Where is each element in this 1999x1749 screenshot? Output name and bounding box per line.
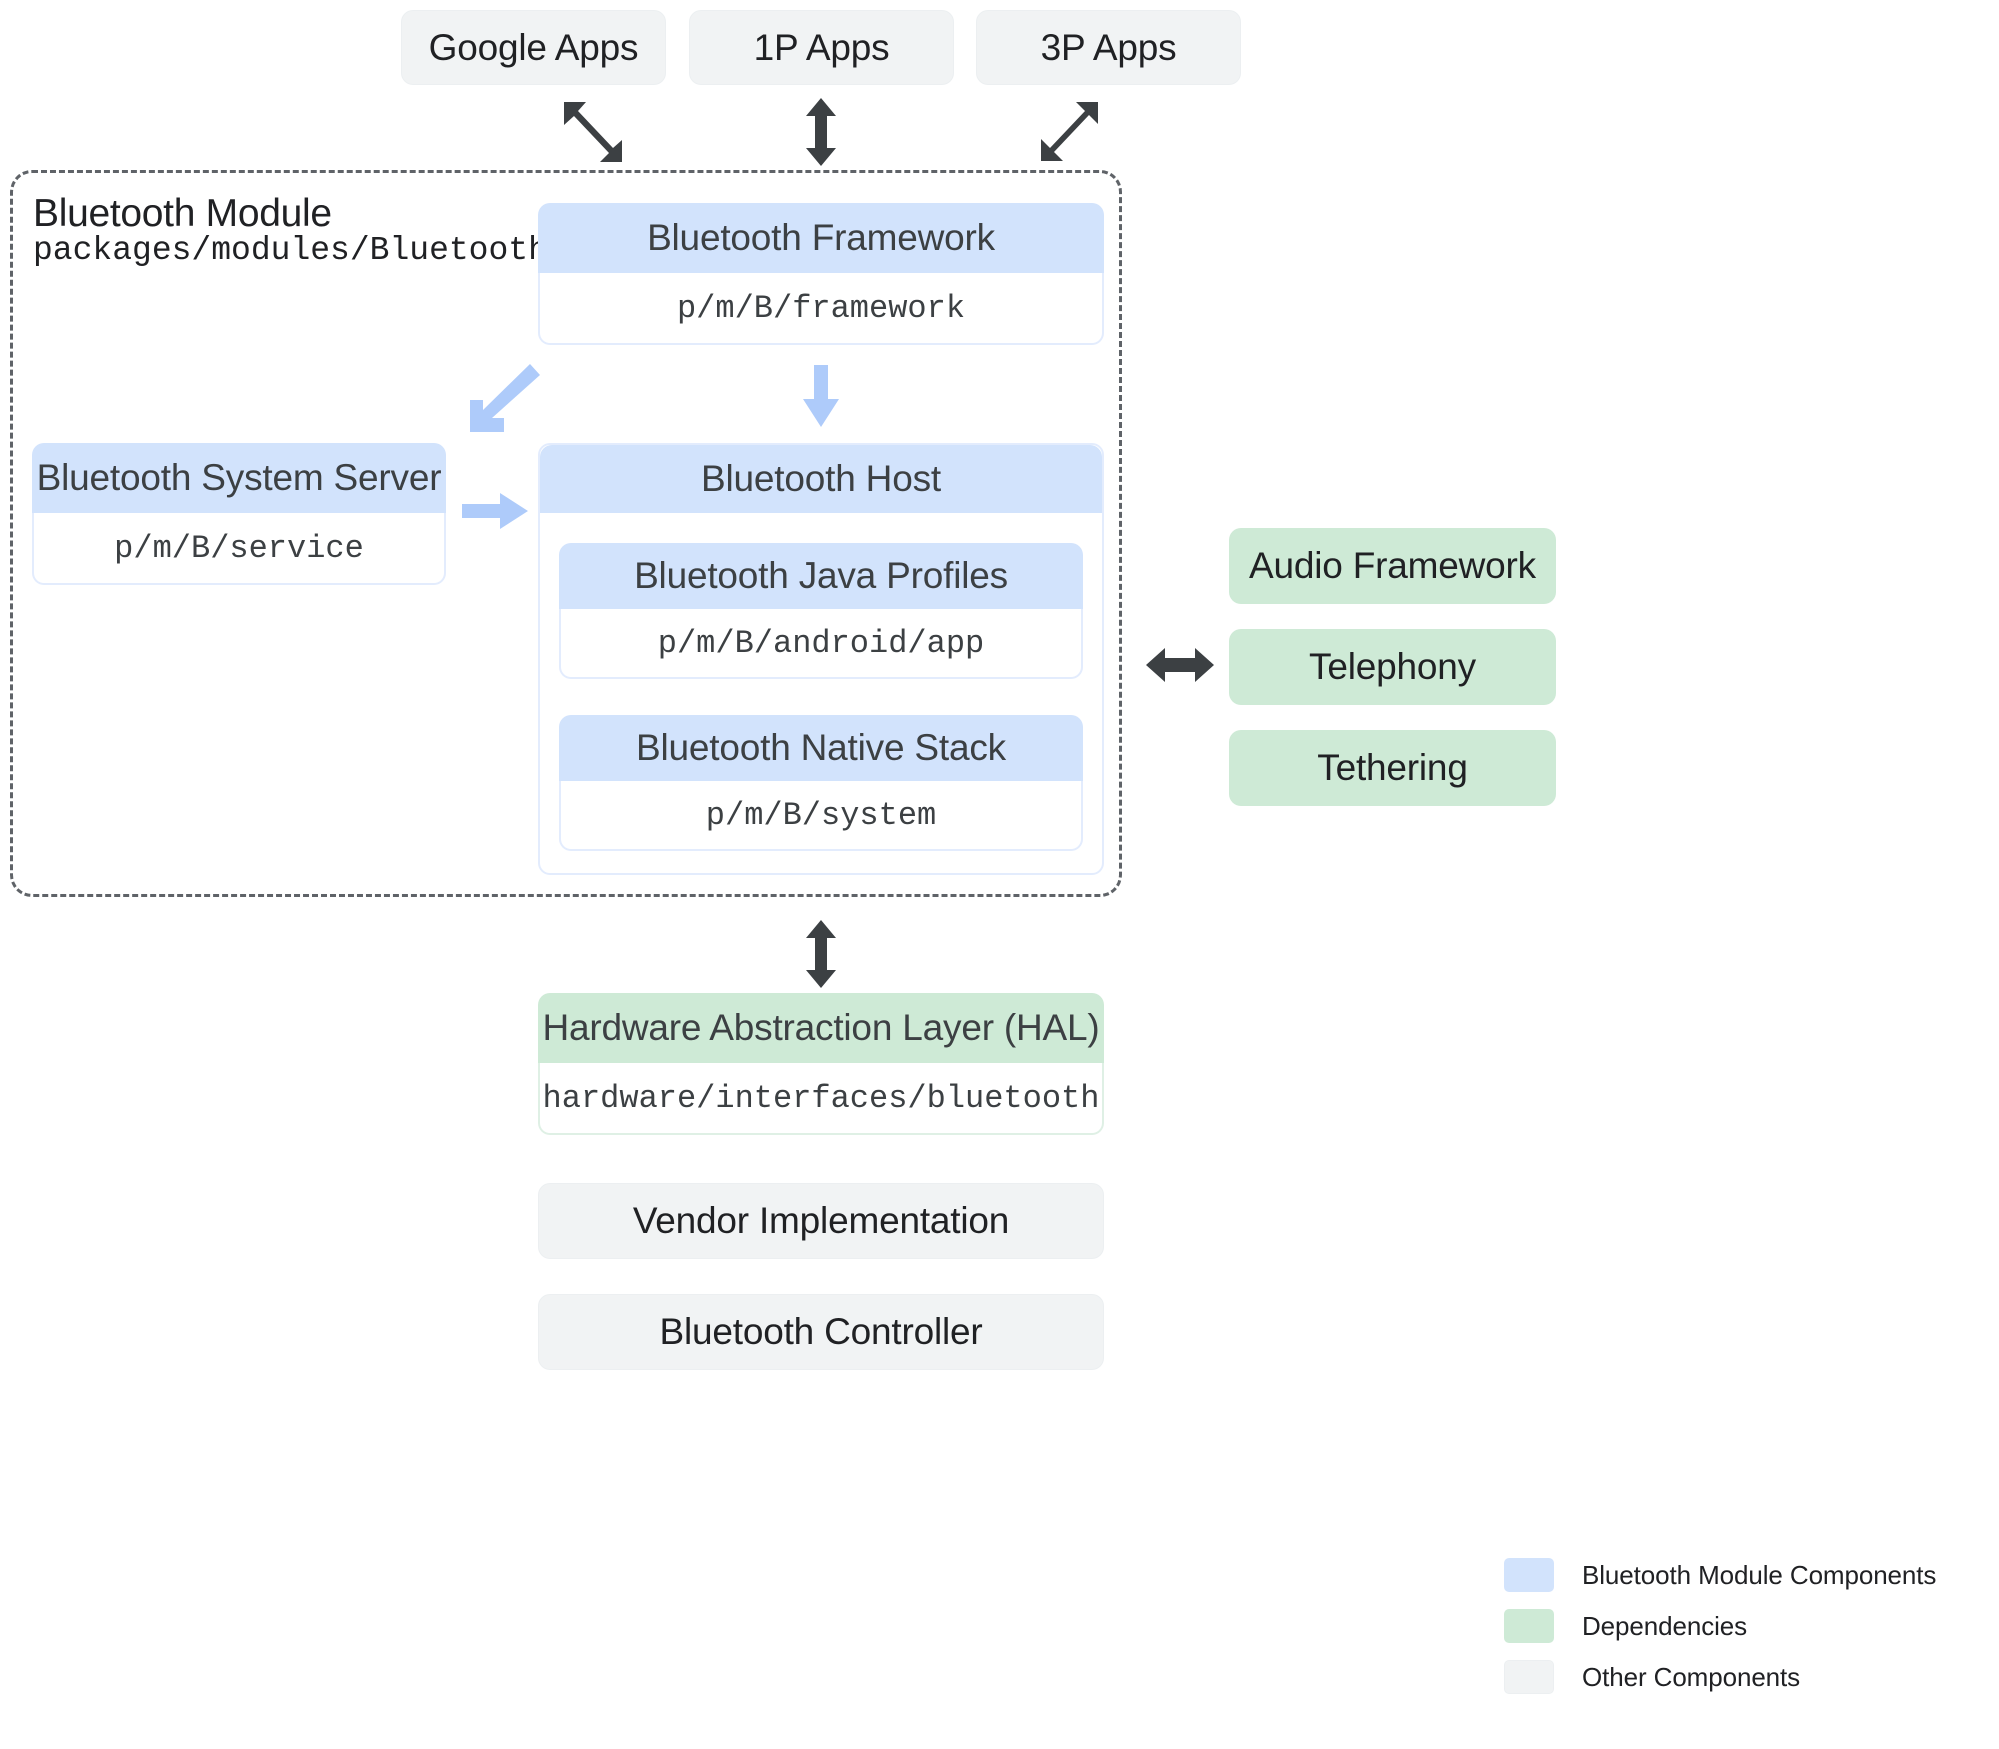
bluetooth-java-profiles-card[interactable]: Bluetooth Java Profiles p/m/B/android/ap… [559, 543, 1083, 679]
system-server-to-host-arrow [462, 493, 528, 529]
bluetooth-system-server-title: Bluetooth System Server [36, 457, 442, 498]
bluetooth-system-server-path: p/m/B/service [114, 529, 364, 567]
bluetooth-java-profiles-path: p/m/B/android/app [657, 624, 985, 662]
telephony-label: Telephony [1309, 646, 1476, 687]
bluetooth-module-container [10, 170, 1122, 897]
bluetooth-native-stack-header: Bluetooth Native Stack [559, 715, 1083, 781]
hal-path: hardware/interfaces/bluetooth [542, 1079, 1100, 1117]
3p-apps-label: 3P Apps [1040, 26, 1177, 68]
bluetooth-java-profiles-title: Bluetooth Java Profiles [634, 555, 1008, 596]
bluetooth-native-stack-card[interactable]: Bluetooth Native Stack p/m/B/system [559, 715, 1083, 851]
host-to-dependencies-arrow [1146, 648, 1214, 682]
bluetooth-module-title: Bluetooth Module [33, 192, 332, 235]
bluetooth-framework-path: p/m/B/framework [676, 289, 966, 327]
1p-apps-to-framework-arrow [806, 98, 836, 166]
bluetooth-framework-path-body: p/m/B/framework [538, 273, 1104, 345]
bluetooth-system-server-card[interactable]: Bluetooth System Server p/m/B/service [32, 443, 446, 585]
bluetooth-java-profiles-path-body: p/m/B/android/app [559, 609, 1083, 679]
bluetooth-module-path: packages/modules/Bluetooth [33, 232, 548, 269]
legend-label-dependencies: Dependencies [1582, 1610, 1748, 1641]
vendor-implementation-label: Vendor Implementation [632, 1200, 1010, 1241]
google-apps-box[interactable]: Google Apps [401, 10, 666, 85]
bluetooth-native-stack-path-body: p/m/B/system [559, 781, 1083, 851]
legend-label-other-components: Other Components [1582, 1661, 1801, 1692]
audio-framework-label: Audio Framework [1249, 545, 1536, 586]
telephony-box[interactable]: Telephony [1229, 629, 1556, 705]
bluetooth-system-server-path-body: p/m/B/service [32, 513, 446, 585]
3p-apps-to-framework-arrow [1041, 102, 1098, 161]
module-to-hal-arrow [806, 920, 836, 988]
google-apps-label: Google Apps [428, 26, 639, 68]
hal-card[interactable]: Hardware Abstraction Layer (HAL) hardwar… [538, 993, 1104, 1135]
bluetooth-host-title: Bluetooth Host [701, 458, 941, 499]
audio-framework-box[interactable]: Audio Framework [1229, 528, 1556, 604]
google-apps-to-framework-arrow [564, 102, 622, 162]
bluetooth-system-server-header: Bluetooth System Server [32, 443, 446, 513]
legend-item-dependencies: Dependencies [1504, 1604, 1936, 1648]
tethering-label: Tethering [1317, 747, 1468, 788]
bluetooth-controller-label: Bluetooth Controller [659, 1311, 983, 1352]
framework-to-system-server-arrow [470, 364, 540, 432]
vendor-implementation-box[interactable]: Vendor Implementation [538, 1183, 1104, 1259]
1p-apps-box[interactable]: 1P Apps [689, 10, 954, 85]
3p-apps-box[interactable]: 3P Apps [976, 10, 1241, 85]
bluetooth-framework-header: Bluetooth Framework [538, 203, 1104, 273]
1p-apps-label: 1P Apps [753, 26, 890, 68]
legend-swatch-gray [1504, 1660, 1554, 1694]
bluetooth-framework-title: Bluetooth Framework [647, 217, 995, 258]
legend-swatch-green [1504, 1609, 1554, 1643]
bluetooth-controller-box[interactable]: Bluetooth Controller [538, 1294, 1104, 1370]
bluetooth-native-stack-title: Bluetooth Native Stack [636, 727, 1006, 768]
bluetooth-native-stack-path: p/m/B/system [705, 796, 937, 834]
hal-title: Hardware Abstraction Layer (HAL) [542, 1007, 1100, 1048]
framework-to-host-arrow [803, 365, 839, 427]
tethering-box[interactable]: Tethering [1229, 730, 1556, 806]
bluetooth-java-profiles-header: Bluetooth Java Profiles [559, 543, 1083, 609]
bluetooth-host-card[interactable]: Bluetooth Host Bluetooth Java Profiles p… [538, 443, 1104, 875]
legend: Bluetooth Module Components Dependencies… [1504, 1553, 1936, 1706]
hal-header: Hardware Abstraction Layer (HAL) [538, 993, 1104, 1063]
bluetooth-framework-card[interactable]: Bluetooth Framework p/m/B/framework [538, 203, 1104, 345]
legend-item-module-components: Bluetooth Module Components [1504, 1553, 1936, 1597]
legend-label-module-components: Bluetooth Module Components [1582, 1559, 1937, 1590]
legend-item-other-components: Other Components [1504, 1655, 1936, 1699]
bluetooth-host-header: Bluetooth Host [540, 445, 1102, 513]
legend-swatch-blue [1504, 1558, 1554, 1592]
hal-path-body: hardware/interfaces/bluetooth [538, 1063, 1104, 1135]
